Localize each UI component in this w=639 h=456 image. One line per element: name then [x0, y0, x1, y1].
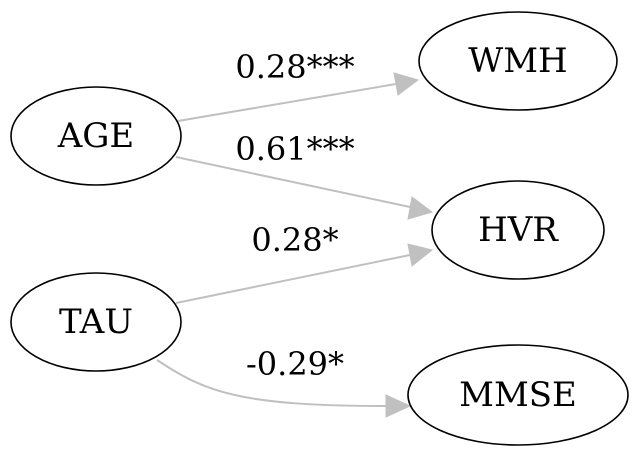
arrowhead [407, 243, 434, 267]
edge-label-age-wmh: 0.28*** [235, 48, 354, 86]
edge-tau-mmse [156, 359, 412, 418]
edge-label-tau-mmse: -0.29* [246, 345, 344, 383]
edge-line [175, 156, 411, 208]
edge-tau-hvr [175, 243, 434, 304]
edge-label-age-hvr: 0.61*** [235, 130, 354, 168]
node-label-tau: TAU [59, 302, 133, 342]
edge-age-wmh [177, 72, 420, 122]
node-wmh: WMH [418, 11, 618, 111]
node-label-mmse: MMSE [459, 375, 577, 415]
arrowhead [385, 394, 412, 418]
node-age: AGE [10, 86, 182, 186]
edge-line [175, 254, 411, 304]
edge-line [177, 83, 397, 122]
edge-age-hvr [175, 156, 434, 220]
node-tau: TAU [10, 272, 182, 372]
node-ellipse [10, 86, 182, 186]
edge-line [156, 359, 387, 407]
node-ellipse [407, 344, 629, 446]
edge-label-tau-hvr: 0.28* [251, 221, 338, 259]
node-label-age: AGE [57, 116, 135, 156]
node-mmse: MMSE [407, 344, 629, 446]
node-ellipse [418, 11, 618, 111]
node-label-wmh: WMH [468, 41, 567, 81]
node-ellipse [431, 180, 605, 280]
node-ellipse [10, 272, 182, 372]
node-label-hvr: HVR [478, 210, 559, 250]
arrowhead [407, 196, 434, 220]
node-hvr: HVR [431, 180, 605, 280]
arrowhead [393, 72, 420, 96]
